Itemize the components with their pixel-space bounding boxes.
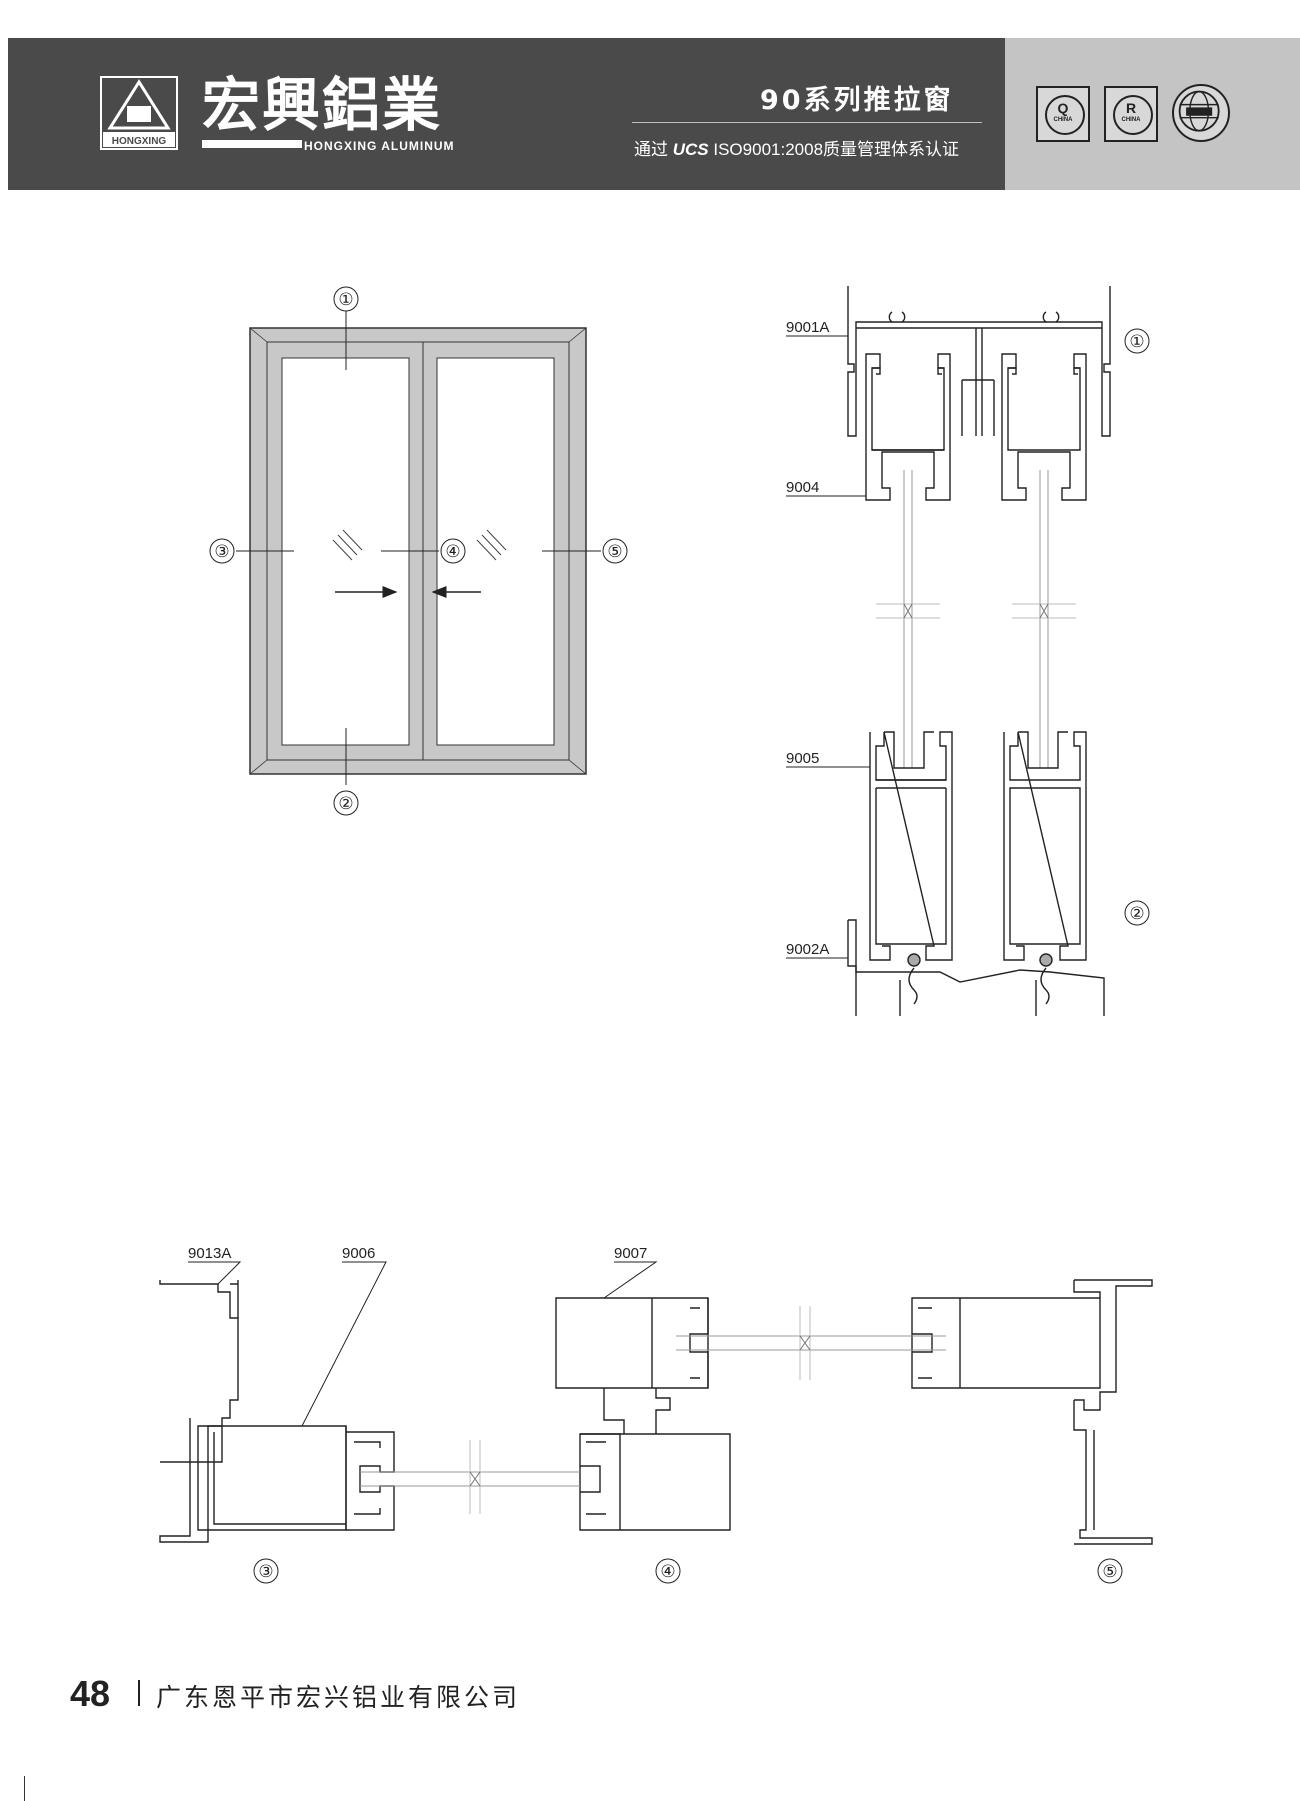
profile-label-9002a: 9002A [786, 941, 829, 958]
svg-text:③: ③ [214, 542, 229, 561]
elevation-callout-1: ① [333, 286, 359, 312]
globe-cert-icon [1172, 84, 1230, 142]
ucs-mark: UCS [672, 140, 709, 159]
profile-label-9001a: 9001A [786, 319, 829, 336]
svg-text:⑤: ⑤ [1102, 1562, 1117, 1581]
svg-text:③: ③ [258, 1562, 273, 1581]
vertical-section [786, 286, 1111, 1016]
badge-caption: CHINA [1053, 117, 1073, 123]
elevation-callout-4: ④ [440, 538, 466, 564]
elevation-callout-2: ② [333, 790, 359, 816]
profile-label-9006: 9006 [342, 1245, 375, 1262]
logo-text: HONGXING [112, 136, 167, 147]
horizontal-section-labels: 9013A 9006 9007 ③ ④ ⑤ [188, 1245, 1123, 1584]
brand-underline [202, 140, 302, 148]
section-callout-2: ② [1124, 900, 1150, 926]
brand-name-en: HONGXING ALUMINUM [304, 139, 455, 153]
vertical-section-labels: 9001A 9004 9005 9002A ① ② [786, 319, 1150, 958]
registration-cert-badge-icon: R CHINA [1104, 86, 1158, 142]
section-callout-5: ⑤ [1097, 1558, 1123, 1584]
svg-text:①: ① [338, 290, 353, 309]
company-name: 广东恩平市宏兴铝业有限公司 [156, 1684, 521, 1712]
section-callout-1: ① [1124, 328, 1150, 354]
cert-suffix: ISO9001:2008质量管理体系认证 [713, 140, 960, 159]
certification-line: 通过 UCS ISO9001:2008质量管理体系认证 [634, 135, 959, 160]
margin-mark [24, 1776, 25, 1801]
svg-text:④: ④ [445, 542, 460, 561]
hongxing-logo-icon: HONGXING [100, 76, 178, 150]
badge-glyph: R [1125, 100, 1137, 116]
quality-cert-badge-icon: Q CHINA [1036, 86, 1090, 142]
brand-name-cn: 宏興鋁業 [202, 71, 443, 139]
section-callout-3: ③ [253, 1558, 279, 1584]
footer-divider [138, 1680, 140, 1706]
elevation-callout-3: ③ [209, 538, 235, 564]
badge-caption: CHINA [1121, 117, 1141, 123]
svg-text:②: ② [1129, 904, 1144, 923]
profile-label-9004: 9004 [786, 479, 819, 496]
badge-glyph: Q [1057, 100, 1069, 116]
cert-prefix: 通过 [634, 140, 668, 159]
window-elevation: ① ② ③ ④ ⑤ [209, 286, 628, 816]
profile-label-9013a: 9013A [188, 1245, 231, 1262]
title-divider [632, 122, 982, 123]
profile-label-9007: 9007 [614, 1245, 647, 1262]
profile-label-9005: 9005 [786, 750, 819, 767]
svg-text:⑤: ⑤ [607, 542, 622, 561]
elevation-callout-5: ⑤ [602, 538, 628, 564]
svg-text:④: ④ [660, 1562, 675, 1581]
svg-text:①: ① [1129, 332, 1144, 351]
page-number: 48 [70, 1673, 111, 1714]
section-callout-4: ④ [655, 1558, 681, 1584]
horizontal-section [159, 1261, 1153, 1545]
series-title: 90系列推拉窗 [760, 85, 954, 116]
svg-text:②: ② [338, 794, 353, 813]
